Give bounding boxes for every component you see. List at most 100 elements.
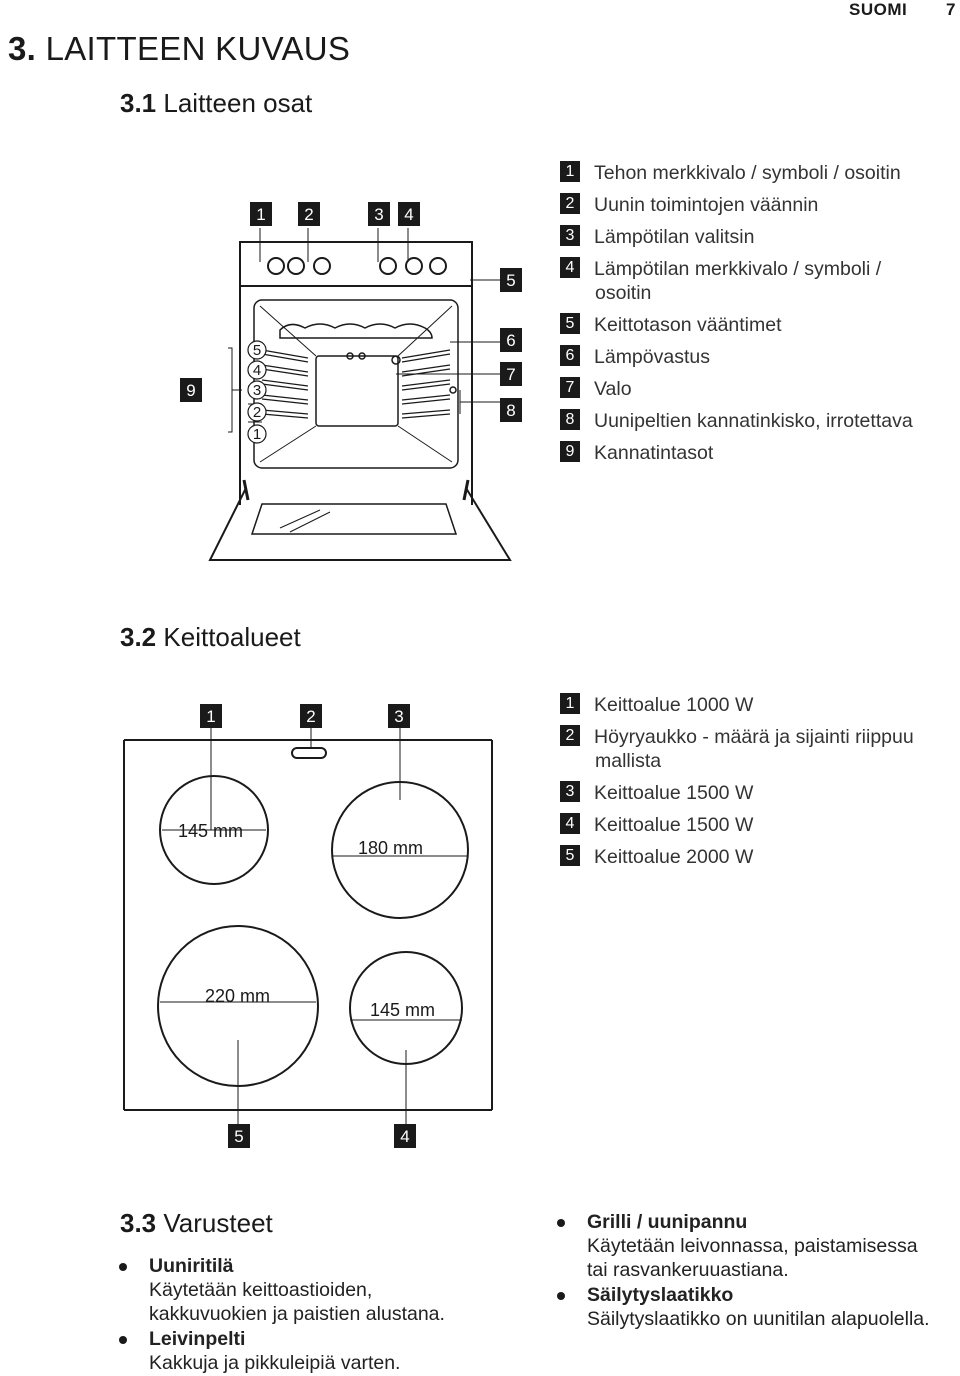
svg-text:8: 8 bbox=[506, 401, 515, 420]
section-number: 3. bbox=[8, 30, 37, 67]
svg-text:5: 5 bbox=[253, 342, 261, 359]
parts-title: Laitteen osat bbox=[163, 88, 313, 118]
callout-5: 5 bbox=[500, 268, 522, 292]
oven-diagram: 1 2 3 4 5 6 7 8 9 5 4 3 2 1 bbox=[180, 202, 522, 561]
section-heading: 3. LAITTEEN KUVAUS bbox=[8, 30, 350, 68]
zone-5-dimension: 220 mm bbox=[205, 986, 270, 1006]
callout-6: 6 bbox=[500, 328, 522, 352]
svg-text:4: 4 bbox=[253, 362, 261, 379]
accessory-title: Säilytyslaatikko bbox=[587, 1284, 734, 1306]
accessories-heading: 3.3 Varusteet bbox=[120, 1208, 273, 1239]
hob-callout-3: 3 bbox=[388, 704, 410, 728]
oven-door bbox=[208, 487, 512, 561]
section-title: LAITTEEN KUVAUS bbox=[45, 30, 351, 67]
svg-text:6: 6 bbox=[506, 331, 515, 350]
accessory-item: Grilli / uunipannu Käytetään leivonnassa… bbox=[557, 1210, 918, 1282]
zones-legend-item-cont: mallista bbox=[595, 750, 662, 772]
callout-2: 2 bbox=[298, 202, 320, 226]
accessory-title: Leivinpelti bbox=[149, 1328, 246, 1350]
zones-title: Keittoalueet bbox=[163, 622, 301, 652]
parts-number: 3.1 bbox=[120, 88, 157, 118]
callout-3: 3 bbox=[368, 202, 390, 226]
callout-7: 7 bbox=[500, 362, 522, 386]
svg-text:1: 1 bbox=[256, 205, 265, 224]
bullet-icon bbox=[119, 1336, 127, 1344]
oven-control-panel bbox=[239, 241, 473, 287]
zone-1 bbox=[159, 775, 269, 885]
shelf-level-1: 1 bbox=[247, 424, 267, 444]
zone-3-dimension: 180 mm bbox=[358, 838, 423, 858]
header-language: SUOMI bbox=[849, 0, 908, 19]
accessory-title: Uuniritilä bbox=[149, 1255, 234, 1277]
oven-door-window bbox=[250, 503, 458, 535]
svg-text:7: 7 bbox=[506, 365, 515, 384]
hob-callout-4: 4 bbox=[394, 1124, 416, 1148]
svg-text:4: 4 bbox=[400, 1127, 409, 1146]
svg-text:3: 3 bbox=[394, 707, 403, 726]
accessory-desc: Käytetään keittoastioiden, bbox=[149, 1279, 373, 1301]
accessory-desc: Kakkuja ja pikkuleipiä varten. bbox=[149, 1352, 401, 1374]
oven-back-wall bbox=[315, 355, 399, 427]
svg-text:2: 2 bbox=[304, 205, 313, 224]
callout-9: 9 bbox=[180, 378, 202, 402]
heating-element bbox=[279, 323, 433, 339]
parts-legend-item-cont: osoitin bbox=[595, 282, 652, 304]
zones-number: 3.2 bbox=[120, 622, 157, 652]
shelf-level-2: 2 bbox=[247, 402, 267, 422]
zone-1-dimension: 145 mm bbox=[178, 821, 243, 841]
svg-text:5: 5 bbox=[234, 1127, 243, 1146]
svg-text:9: 9 bbox=[186, 381, 195, 400]
shelf-level-5: 5 bbox=[247, 340, 267, 360]
accessory-item: Säilytyslaatikko Säilytyslaatikko on uun… bbox=[557, 1283, 930, 1331]
accessory-title: Grilli / uunipannu bbox=[587, 1211, 748, 1233]
accessory-item: Leivinpelti Kakkuja ja pikkuleipiä varte… bbox=[119, 1327, 401, 1375]
bullet-icon bbox=[557, 1292, 565, 1300]
accessory-desc: tai rasvankeruuastiana. bbox=[587, 1259, 789, 1281]
svg-text:4: 4 bbox=[404, 205, 413, 224]
svg-text:1: 1 bbox=[206, 707, 215, 726]
steam-vent bbox=[291, 747, 327, 759]
page-number: 7 bbox=[946, 0, 956, 19]
svg-text:2: 2 bbox=[306, 707, 315, 726]
svg-text:5: 5 bbox=[506, 271, 515, 290]
hob-outline bbox=[123, 739, 493, 1111]
hob-callout-2: 2 bbox=[300, 704, 322, 728]
accessories-number: 3.3 bbox=[120, 1208, 157, 1238]
callout-8: 8 bbox=[500, 398, 522, 422]
callout-1: 1 bbox=[250, 202, 272, 226]
hob-diagram: 1 2 3 5 4 145 mm 180 mm 220 mm 145 mm bbox=[123, 704, 493, 1148]
hob-callout-1: 1 bbox=[200, 704, 222, 728]
shelf-level-3: 3 bbox=[247, 380, 267, 400]
accessory-item: Uuniritilä Käytetään keittoastioiden, ka… bbox=[119, 1254, 445, 1326]
zones-heading: 3.2 Keittoalueet bbox=[120, 622, 301, 653]
svg-text:3: 3 bbox=[374, 205, 383, 224]
bullet-icon bbox=[557, 1219, 565, 1227]
svg-text:2: 2 bbox=[253, 404, 261, 421]
oven-body-sides bbox=[239, 286, 473, 505]
svg-text:3: 3 bbox=[253, 382, 261, 399]
bullet-icon bbox=[119, 1263, 127, 1271]
parts-heading: 3.1 Laitteen osat bbox=[120, 88, 312, 119]
shelf-level-4: 4 bbox=[247, 360, 267, 380]
accessories-title: Varusteet bbox=[163, 1208, 273, 1238]
svg-text:1: 1 bbox=[253, 426, 261, 443]
zone-4-dimension: 145 mm bbox=[370, 1000, 435, 1020]
callout-4: 4 bbox=[398, 202, 420, 226]
hob-callout-5: 5 bbox=[228, 1124, 250, 1148]
accessory-desc: Käytetään leivonnassa, paistamisessa bbox=[587, 1235, 918, 1257]
